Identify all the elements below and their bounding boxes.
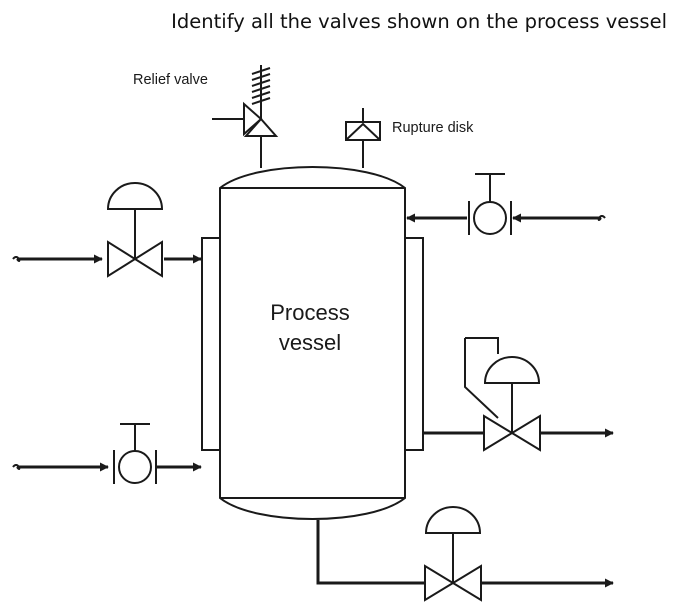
rupture-disk: [345, 108, 381, 168]
ball-valve-left-lower: [113, 423, 157, 484]
right-jacket: [404, 237, 424, 451]
inlet-line-left-lower: [12, 462, 202, 472]
self-operated-control-valve-right: [464, 337, 541, 452]
ball-valve-right-upper: [468, 173, 512, 235]
inlet-line-right-upper: [406, 213, 606, 223]
vessel-label-line1: Process: [270, 300, 349, 325]
process-vessel: [219, 166, 406, 520]
rupture-disk-label: Rupture disk: [392, 120, 474, 136]
relief-valve-label: Relief valve: [133, 72, 208, 88]
diaphragm-control-valve-bottom: [424, 506, 482, 602]
bottom-outlet-line: [316, 520, 614, 588]
left-jacket: [201, 237, 221, 451]
vessel-label-line2: vessel: [279, 330, 341, 355]
question-title: Identify all the valves shown on the pro…: [171, 10, 667, 33]
diaphragm-control-valve-left: [106, 182, 164, 278]
inlet-line-left-upper: [12, 254, 202, 264]
relief-valve: [212, 65, 279, 168]
